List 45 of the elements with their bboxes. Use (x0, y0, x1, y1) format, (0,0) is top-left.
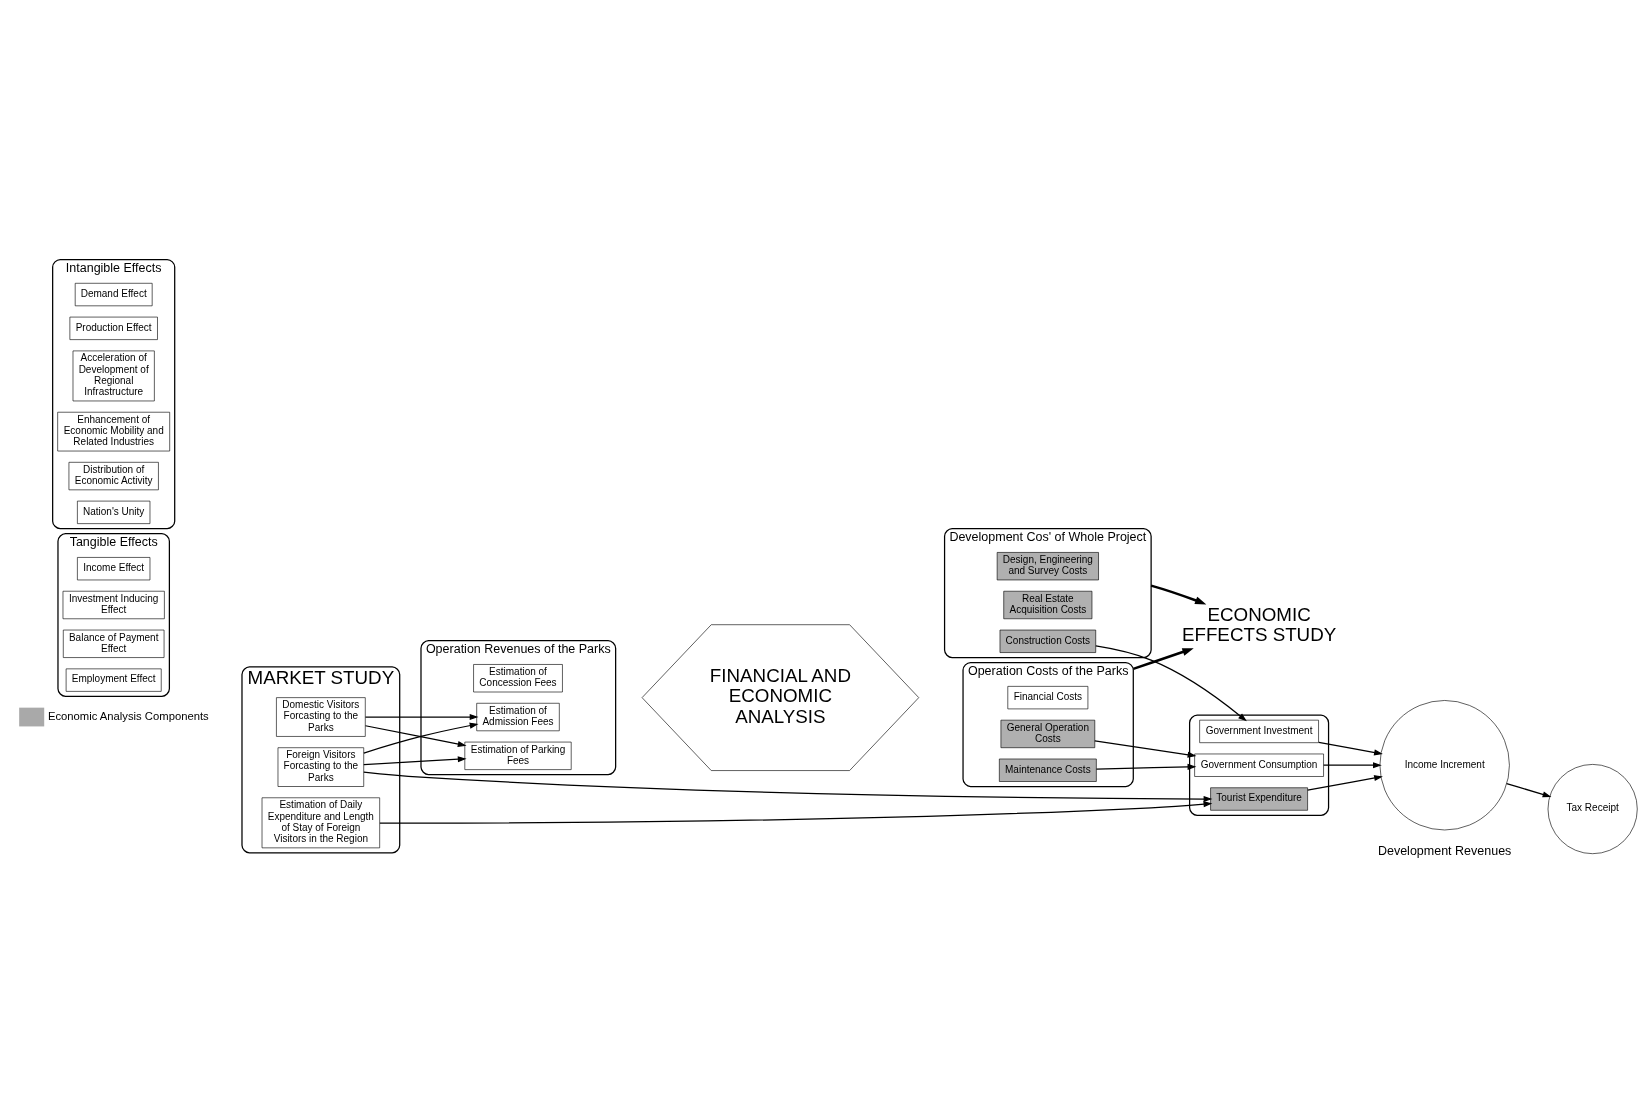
node-box: Construction Costs (999, 629, 1097, 653)
arrow (1094, 740, 1197, 758)
node-box: Distribution of Economic Activity (68, 462, 159, 491)
arrow (1323, 762, 1382, 769)
node-box: Estimation of Admission Fees (476, 702, 560, 732)
arrow (1506, 782, 1552, 798)
node-box: Design, Engineering and Survey Costs (996, 552, 1099, 581)
arrow (363, 756, 467, 766)
node-box: Maintenance Costs (999, 758, 1097, 782)
node-box: Foreign Visitors Forcasting to the Parks (277, 747, 365, 787)
node-box: Balance of Payment Effect (63, 629, 165, 658)
arrow (379, 801, 1213, 824)
node-box: Estimation of Parking Fees (464, 741, 572, 770)
node-box: Acceleration of Development of Regional Infrastructure (72, 350, 155, 402)
node-box: Estimation of Concession Fees (473, 664, 563, 693)
arrow (363, 771, 1213, 803)
node-box: Investment Inducing Effect (62, 590, 165, 620)
arrow (1095, 763, 1197, 770)
node-box: Domestic Visitors Forcasting to the Parks (276, 697, 366, 737)
label: Development Revenues (1377, 844, 1512, 859)
node-circle: Tax Receipt (1547, 764, 1638, 854)
node-box: General Operation Costs (1000, 719, 1096, 749)
arrow (1132, 648, 1194, 670)
arrow (363, 722, 479, 754)
legend-label: Economic Analysis Components (47, 709, 209, 722)
arrow (1150, 584, 1207, 605)
node-box: Government Investment (1199, 719, 1319, 743)
arrow (1318, 741, 1383, 756)
node-box: Production Effect (69, 316, 158, 340)
node-circle: Income Increment (1379, 700, 1510, 831)
node-text: ECONOMIC EFFECTS STUDY (1181, 603, 1337, 646)
node-box: Financial Costs (1007, 686, 1089, 710)
arrow (364, 725, 467, 748)
node-box: Income Effect (77, 557, 151, 581)
arrow (364, 713, 479, 721)
node-box: Estimation of Daily Expenditure and Length of Stay of Foreign Visitors in the Region (261, 797, 380, 849)
arrow (1095, 645, 1247, 722)
node-box: Real Estate Acquisition Costs (1003, 590, 1093, 620)
arrow (1307, 775, 1383, 791)
node-box: Enhancement of Economic Mobility and Related Industries (57, 411, 170, 452)
node-box: Demand Effect (74, 282, 153, 307)
node-box: Nation's Unity (77, 500, 151, 524)
node-box: Government Consumption (1194, 753, 1324, 777)
node-box: Tourist Expenditure (1210, 787, 1308, 811)
node-box: Employment Effect (65, 668, 162, 692)
